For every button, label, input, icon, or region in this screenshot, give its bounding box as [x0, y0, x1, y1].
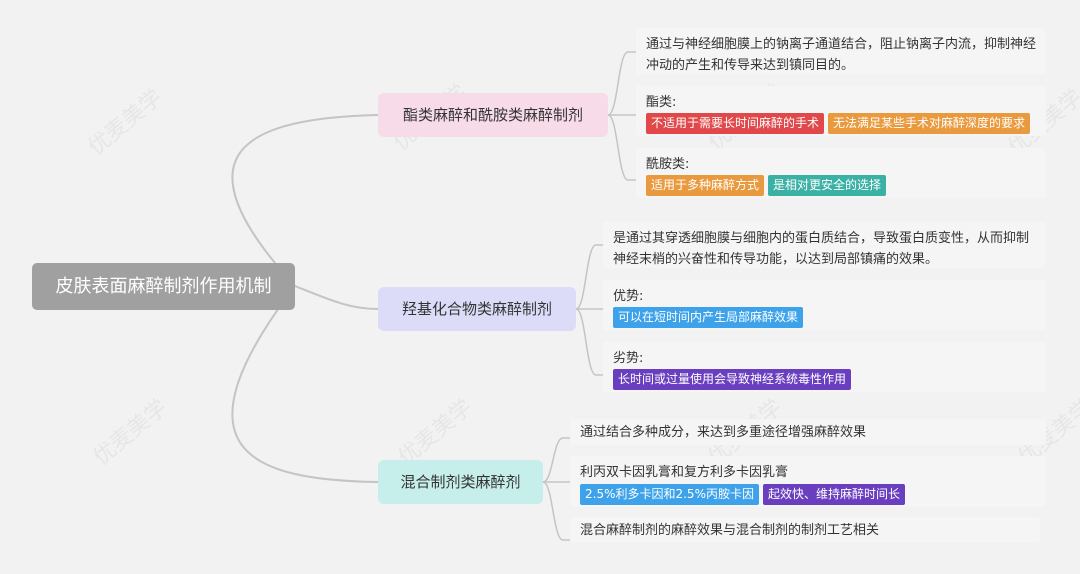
tag-advantage[interactable]: 可以在短时间内产生局部麻醉效果 [613, 307, 804, 328]
sub-node-amide[interactable]: 酰胺类: 适用于多种麻醉方式 是相对更安全的选择 [636, 148, 1046, 198]
link-root-branch3 [231, 285, 379, 483]
description-card[interactable]: 通过结合多种成分，来达到多重途径增强麻醉效果 [570, 419, 1046, 445]
sub-node-disadvantage[interactable]: 劣势: 长时间或过量使用会导致神经系统毒性作用 [603, 342, 1046, 392]
description-text: 是通过其穿透细胞膜与细胞内的蛋白质结合，导致蛋白质变性，从而抑制神经末梢的兴奋性… [613, 231, 1030, 267]
tag-drawback[interactable]: 不适用于需要长时间麻醉的手术 [646, 113, 825, 134]
root-node[interactable]: 皮肤表面麻醉制剂作用机制 [32, 263, 295, 310]
description-card[interactable]: 通过与神经细胞膜上的钠离子通道结合，阻止钠离子内流，抑制神经冲动的产生和传导来达… [636, 28, 1046, 74]
tag-drawback[interactable]: 无法满足某些手术对麻醉深度的要求 [828, 113, 1031, 134]
branch-ester-amide[interactable]: 酯类麻醉和酰胺类麻醉制剂 [378, 93, 608, 137]
description-text: 通过结合多种成分，来达到多重途径增强麻醉效果 [580, 425, 867, 440]
sub-node-label: 混合麻醉制剂的麻醉效果与混合制剂的制剂工艺相关 [580, 523, 880, 538]
sub-node-advantage[interactable]: 优势: 可以在短时间内产生局部麻醉效果 [603, 280, 1046, 330]
branch-mixed[interactable]: 混合制剂类麻醉剂 [378, 460, 543, 504]
tag-benefit[interactable]: 适用于多种麻醉方式 [646, 175, 765, 196]
tag-composition[interactable]: 2.5%利多卡因和2.5%丙胺卡因 [580, 484, 759, 505]
sub-node-process[interactable]: 混合麻醉制剂的麻醉效果与混合制剂的制剂工艺相关 [570, 517, 1040, 543]
description-text: 通过与神经细胞膜上的钠离子通道结合，阻止钠离子内流，抑制神经冲动的产生和传导来达… [646, 37, 1037, 73]
link-root-branch2 [294, 285, 379, 310]
sub-node-label: 酯类: [646, 95, 677, 110]
description-card[interactable]: 是通过其穿透细胞膜与细胞内的蛋白质结合，导致蛋白质变性，从而抑制神经末梢的兴奋性… [603, 222, 1046, 268]
sub-node-label: 优势: [613, 289, 644, 304]
link-root-branch1 [231, 114, 379, 287]
branch-hydroxyl[interactable]: 羟基化合物类麻醉制剂 [378, 287, 576, 331]
sub-node-label: 酰胺类: [646, 157, 690, 172]
tag-benefit[interactable]: 是相对更安全的选择 [768, 175, 887, 196]
tag-disadvantage[interactable]: 长时间或过量使用会导致神经系统毒性作用 [613, 369, 852, 390]
sub-node-ester[interactable]: 酯类: 不适用于需要长时间麻醉的手术 无法满足某些手术对麻醉深度的要求 [636, 86, 1046, 136]
sub-node-products[interactable]: 利丙双卡因乳膏和复方利多卡因乳膏 2.5%利多卡因和2.5%丙胺卡因 起效快、维… [570, 456, 1046, 507]
sub-node-label: 利丙双卡因乳膏和复方利多卡因乳膏 [580, 465, 789, 480]
tag-effect[interactable]: 起效快、维持麻醉时间长 [762, 484, 905, 505]
sub-node-label: 劣势: [613, 351, 644, 366]
